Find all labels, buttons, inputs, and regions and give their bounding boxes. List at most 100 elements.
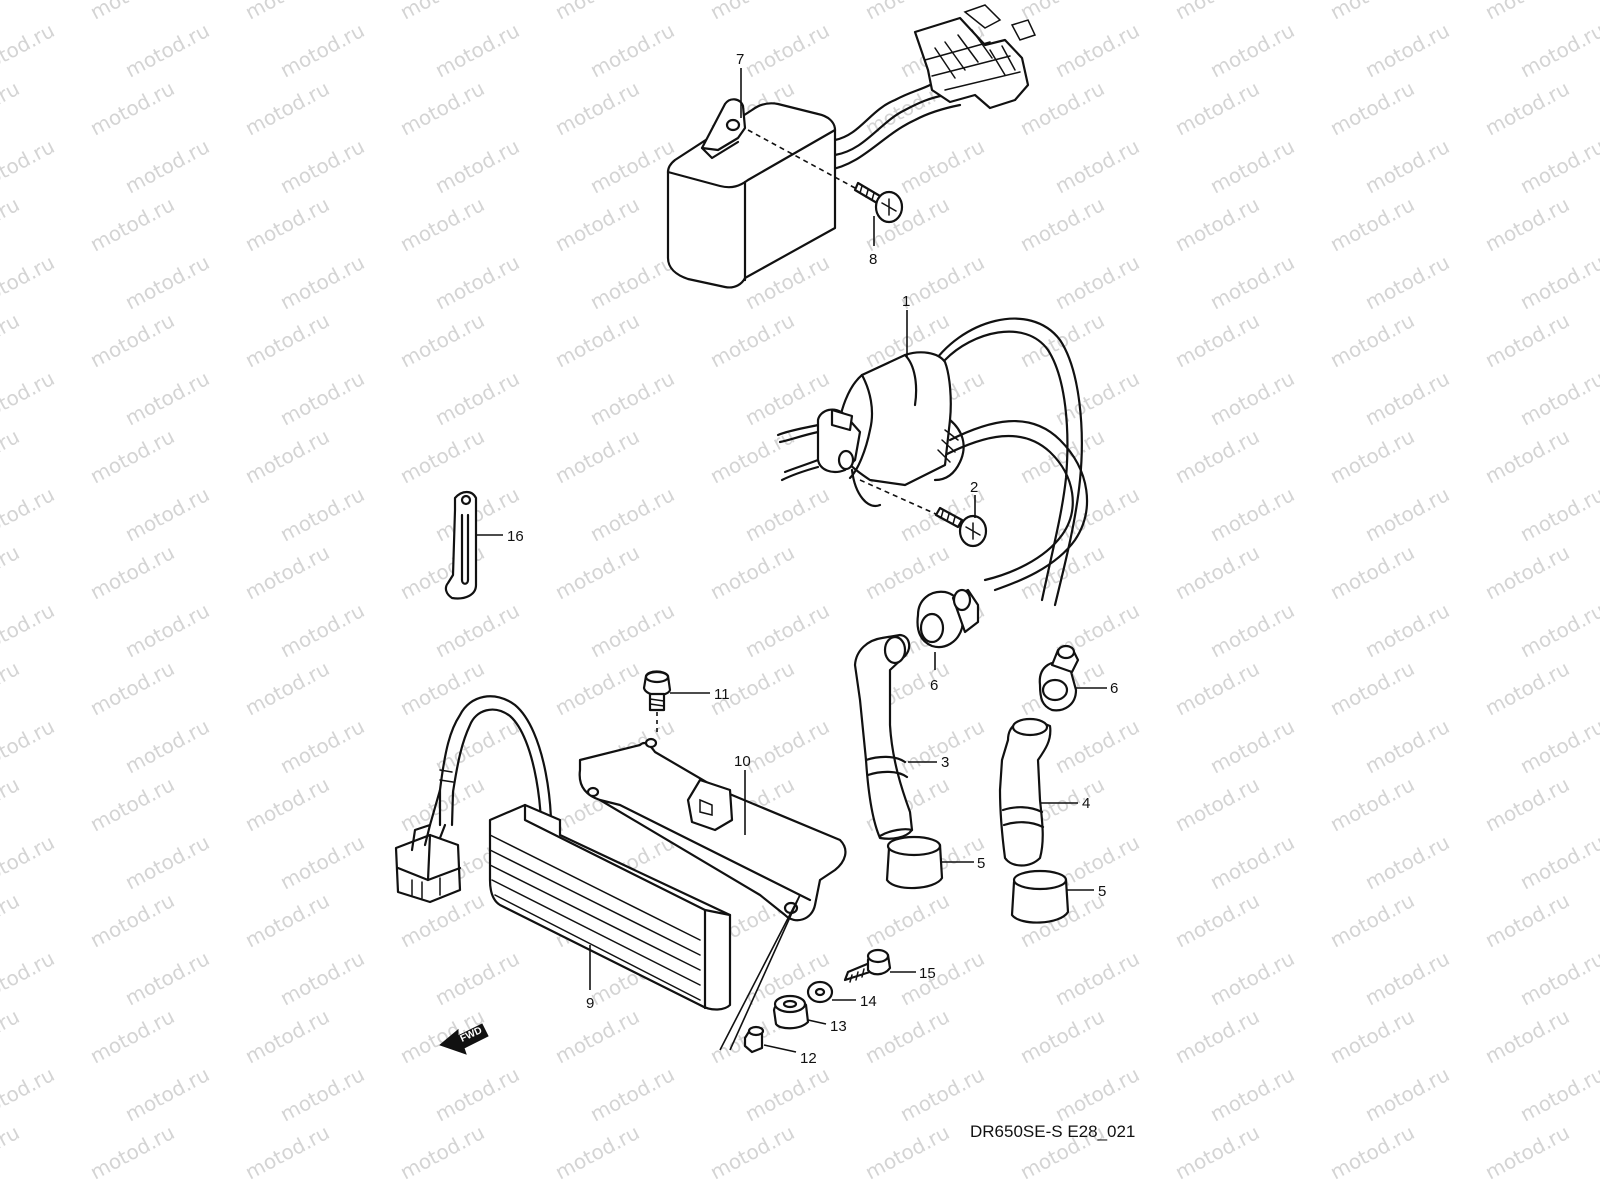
watermark-text: motod.ru bbox=[551, 0, 643, 24]
watermark-text: motod.ru bbox=[1326, 424, 1418, 488]
watermark-text: motod.ru bbox=[86, 772, 178, 836]
watermark-text: motod.ru bbox=[0, 134, 58, 198]
watermark-text: motod.ru bbox=[0, 18, 58, 82]
watermark-text: motod.ru bbox=[0, 656, 23, 720]
watermark-text: motod.ru bbox=[1481, 772, 1573, 836]
watermark-text: motod.ru bbox=[0, 1062, 58, 1126]
watermark-text: motod.ru bbox=[1481, 888, 1573, 952]
callout-5-left: 5 bbox=[977, 855, 985, 872]
watermark-text: motod.ru bbox=[586, 134, 678, 198]
watermark-text: motod.ru bbox=[1326, 308, 1418, 372]
watermark-text: motod.ru bbox=[1516, 830, 1600, 894]
watermark-text: motod.ru bbox=[396, 1120, 488, 1184]
watermark-text: motod.ru bbox=[396, 772, 488, 836]
watermark-text: motod.ru bbox=[551, 308, 643, 372]
watermark-text: motod.ru bbox=[121, 482, 213, 546]
watermark-text: motod.ru bbox=[551, 1120, 643, 1184]
callout-15: 15 bbox=[919, 965, 936, 982]
watermark-text: motod.ru bbox=[0, 1004, 23, 1068]
watermark-text: motod.ru bbox=[1206, 134, 1298, 198]
regulator-rectifier[interactable] bbox=[394, 695, 732, 1011]
watermark-text: motod.ru bbox=[431, 366, 523, 430]
watermark-text: motod.ru bbox=[1206, 18, 1298, 82]
watermark-text: motod.ru bbox=[741, 482, 833, 546]
watermark-text: motod.ru bbox=[896, 946, 988, 1010]
watermark-text: motod.ru bbox=[586, 598, 678, 662]
watermark-text: motod.ru bbox=[86, 1120, 178, 1184]
watermark-text: motod.ru bbox=[1481, 308, 1573, 372]
plug-boot-elbow[interactable] bbox=[853, 633, 914, 840]
watermark-text: motod.ru bbox=[1326, 1004, 1418, 1068]
watermark-text: motod.ru bbox=[706, 308, 798, 372]
washer[interactable] bbox=[806, 980, 834, 1004]
watermark-text: motod.ru bbox=[121, 946, 213, 1010]
watermark-text: motod.ru bbox=[241, 0, 333, 24]
watermark-text: motod.ru bbox=[241, 540, 333, 604]
watermark-text: motod.ru bbox=[0, 424, 23, 488]
callout-9: 9 bbox=[586, 995, 594, 1012]
coil-mounting-screw[interactable] bbox=[859, 479, 988, 548]
watermark-text: motod.ru bbox=[276, 830, 368, 894]
watermark-text: motod.ru bbox=[0, 946, 58, 1010]
watermark-text: motod.ru bbox=[276, 482, 368, 546]
watermark-text: motod.ru bbox=[276, 946, 368, 1010]
watermark-text: motod.ru bbox=[1051, 134, 1143, 198]
watermark-text: motod.ru bbox=[1051, 946, 1143, 1010]
boot-cap-right[interactable] bbox=[1010, 869, 1070, 924]
cdi-unit[interactable] bbox=[666, 4, 1037, 289]
watermark-text: motod.ru bbox=[1361, 830, 1453, 894]
spark-plug-cap-right[interactable] bbox=[1038, 644, 1080, 712]
watermark-text: motod.ru bbox=[551, 192, 643, 256]
watermark-text: motod.ru bbox=[1171, 192, 1263, 256]
watermark-text: motod.ru bbox=[0, 482, 58, 546]
watermark-text: motod.ru bbox=[741, 18, 833, 82]
watermark-text: motod.ru bbox=[1206, 1062, 1298, 1126]
watermark-text: motod.ru bbox=[241, 656, 333, 720]
spark-plug-cap-left[interactable] bbox=[916, 588, 980, 649]
watermark-text: motod.ru bbox=[276, 714, 368, 778]
watermark-text: motod.ru bbox=[861, 1120, 953, 1184]
grommet[interactable] bbox=[772, 994, 810, 1030]
watermark-text: motod.ru bbox=[861, 0, 953, 24]
watermark-text: motod.ru bbox=[86, 76, 178, 140]
watermark-text: motod.ru bbox=[1016, 424, 1108, 488]
watermark-text: motod.ru bbox=[551, 656, 643, 720]
watermark-text: motod.ru bbox=[241, 76, 333, 140]
watermark-text: motod.ru bbox=[121, 366, 213, 430]
callout-7: 7 bbox=[736, 51, 744, 68]
watermark-text: motod.ru bbox=[1171, 656, 1263, 720]
watermark-text: motod.ru bbox=[1516, 482, 1600, 546]
watermark-text: motod.ru bbox=[1206, 946, 1298, 1010]
watermark-text: motod.ru bbox=[431, 598, 523, 662]
watermark-text: motod.ru bbox=[586, 250, 678, 314]
watermark-text: motod.ru bbox=[1326, 772, 1418, 836]
watermark-text: motod.ru bbox=[1326, 888, 1418, 952]
watermark-text: motod.ru bbox=[0, 0, 23, 24]
watermark-text: motod.ru bbox=[551, 424, 643, 488]
watermark-text: motod.ru bbox=[241, 192, 333, 256]
cdi-mounting-screw[interactable] bbox=[747, 129, 904, 224]
watermark-text: motod.ru bbox=[396, 424, 488, 488]
watermark-text: motod.ru bbox=[586, 18, 678, 82]
watermark-text: motod.ru bbox=[706, 1120, 798, 1184]
mounting-bolt[interactable] bbox=[843, 948, 892, 983]
ignition-coil[interactable] bbox=[776, 317, 1089, 607]
watermark-text: motod.ru bbox=[1516, 250, 1600, 314]
regulator-mounting-plate[interactable] bbox=[578, 737, 847, 922]
boot-cap-left[interactable] bbox=[885, 835, 944, 890]
clamp-bracket[interactable] bbox=[444, 490, 478, 600]
watermark-text: motod.ru bbox=[0, 714, 58, 778]
watermark-text: motod.ru bbox=[1361, 18, 1453, 82]
watermark-text: motod.ru bbox=[1326, 1120, 1418, 1184]
watermark-text: motod.ru bbox=[551, 76, 643, 140]
plug-boot-curved[interactable] bbox=[998, 717, 1052, 867]
leader-group-line-a bbox=[729, 894, 801, 1051]
watermark-text: motod.ru bbox=[1326, 192, 1418, 256]
spacer-collar[interactable] bbox=[743, 1025, 765, 1054]
watermark-text: motod.ru bbox=[276, 134, 368, 198]
watermark-text: motod.ru bbox=[0, 76, 23, 140]
watermark-text: motod.ru bbox=[431, 946, 523, 1010]
regulator-bolt[interactable] bbox=[642, 670, 672, 736]
watermark-text: motod.ru bbox=[276, 250, 368, 314]
